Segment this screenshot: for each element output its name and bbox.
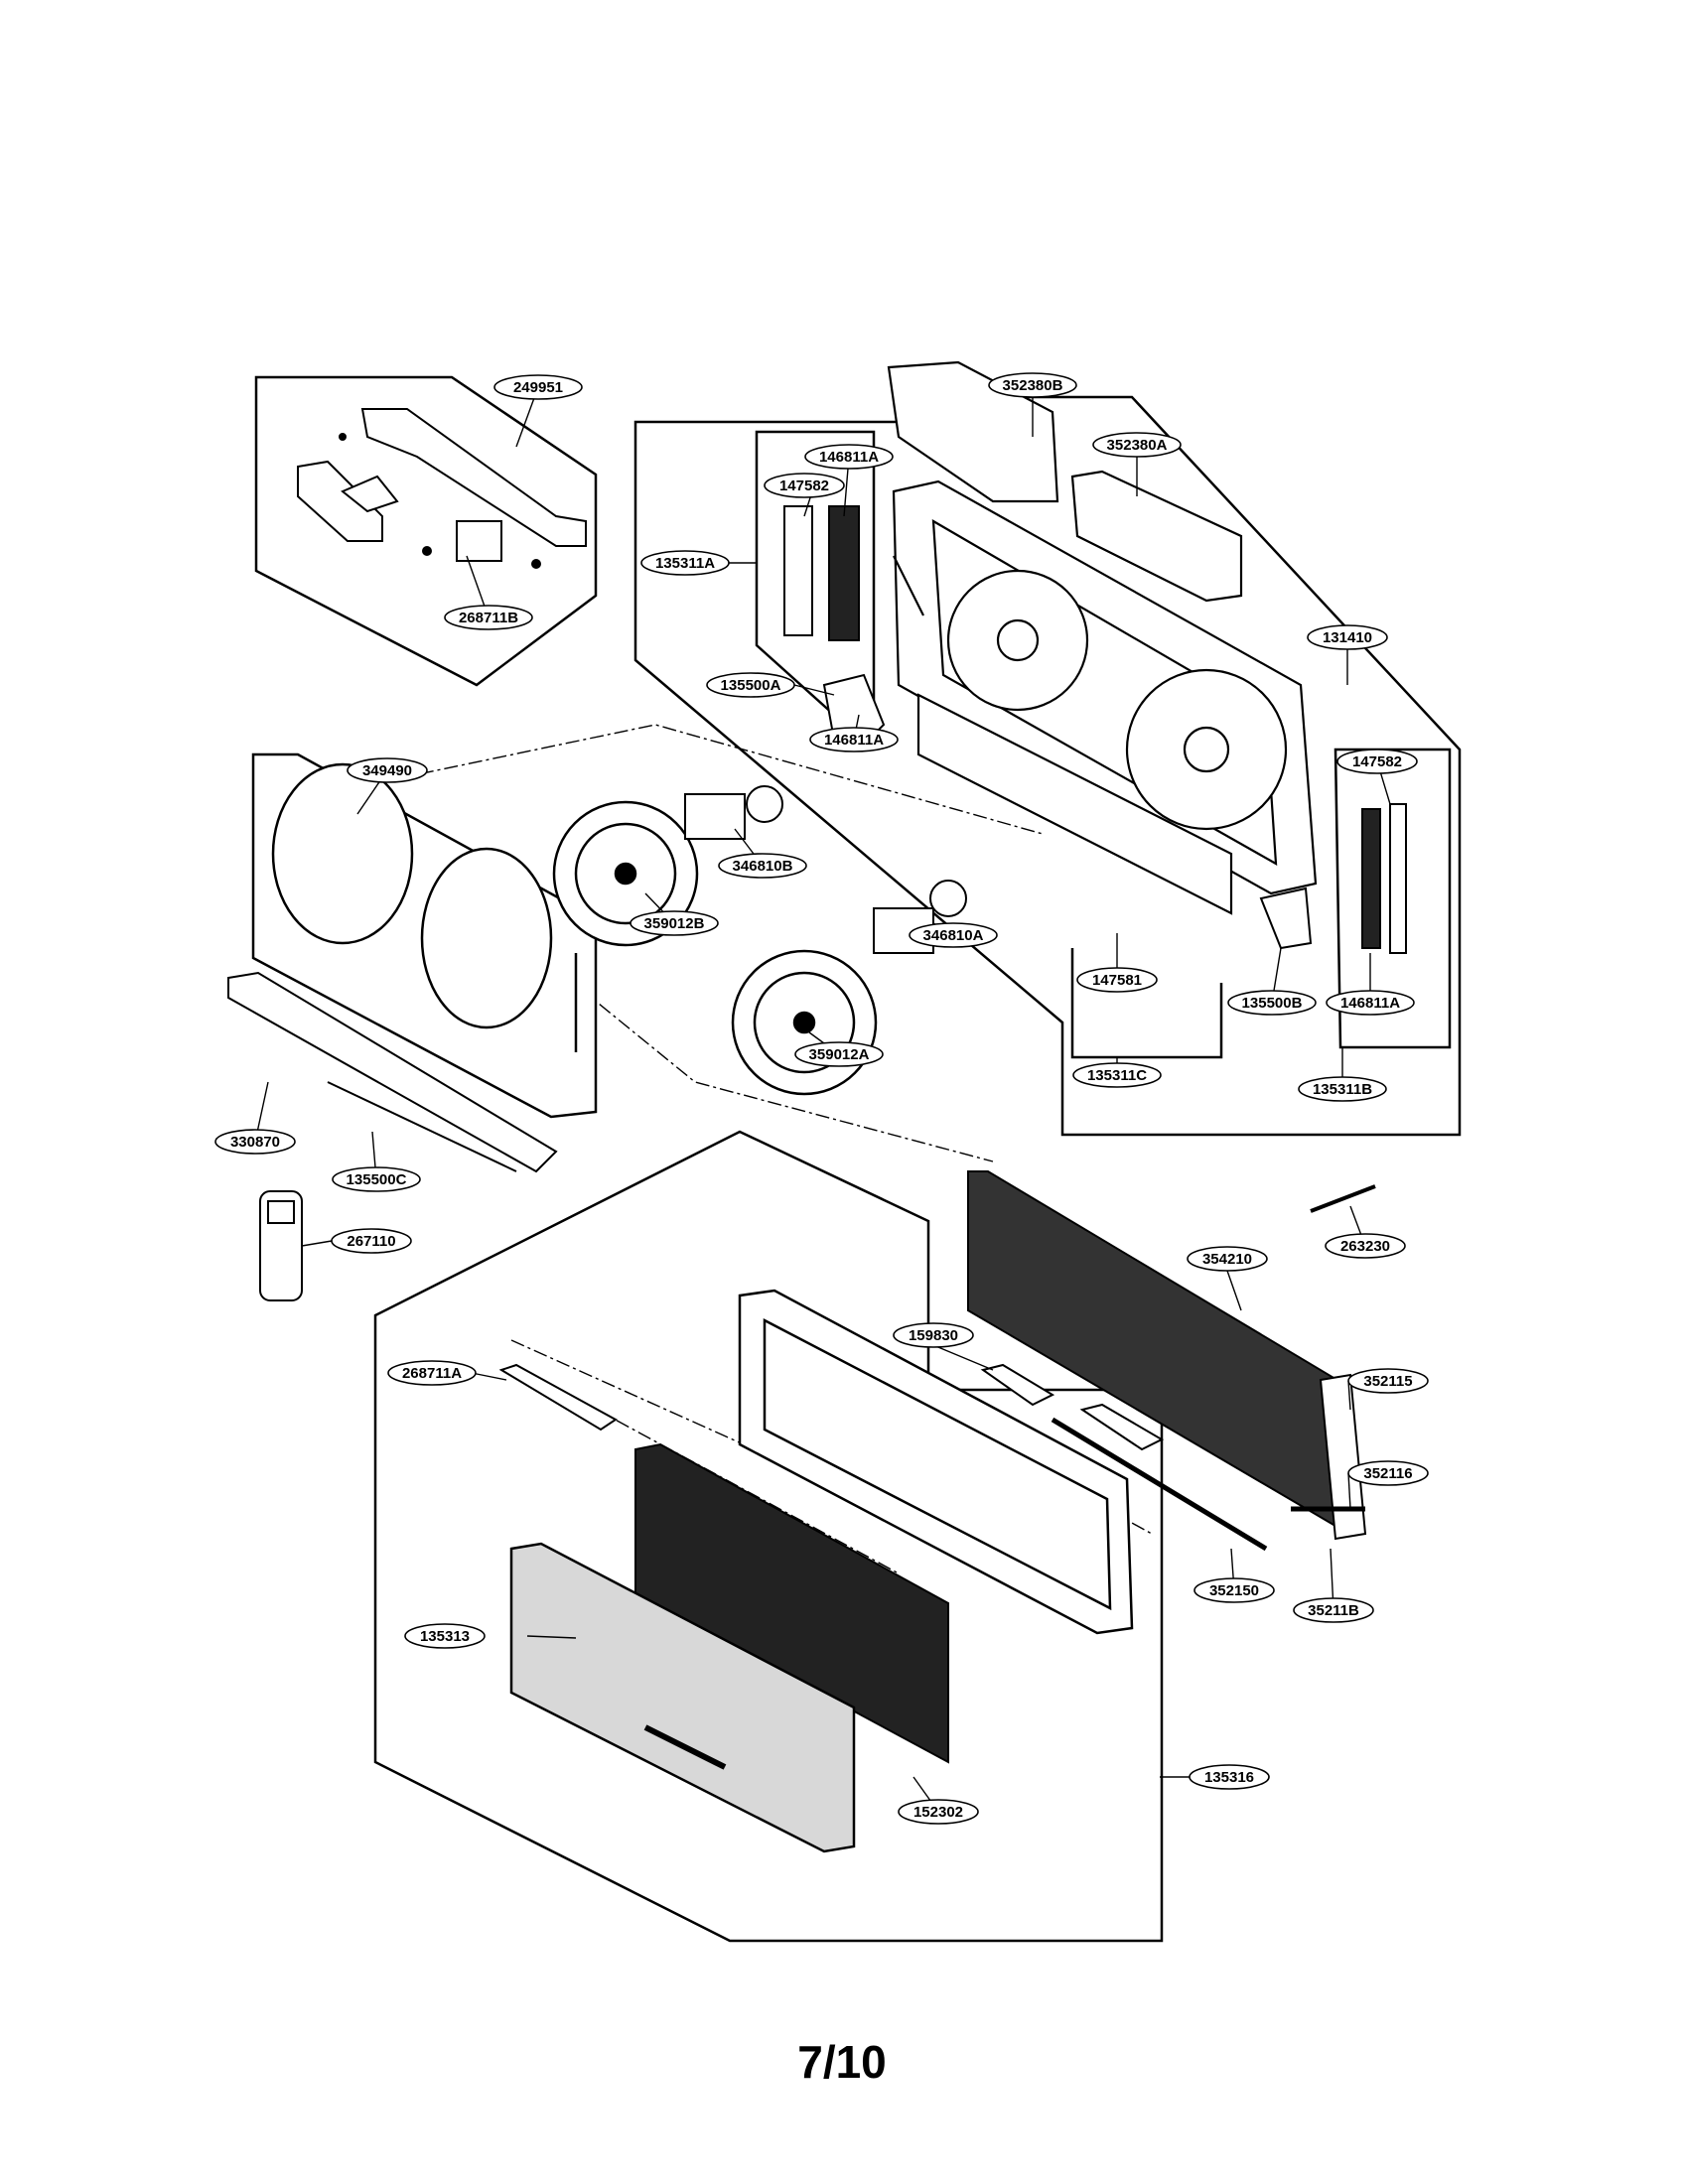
svg-text:135311A: 135311A	[655, 555, 715, 572]
svg-text:146811A: 146811A	[824, 732, 884, 749]
svg-text:268711A: 268711A	[402, 1365, 462, 1382]
page-number: 7/10	[797, 2036, 887, 2088]
label-349490: 349490	[347, 757, 428, 783]
front-panel-frame	[738, 1289, 1134, 1635]
label-359012B: 359012B	[630, 910, 719, 936]
label-346810A: 346810A	[909, 922, 998, 948]
label-159830: 159830	[893, 1322, 974, 1348]
label-354210: 354210	[1187, 1246, 1268, 1272]
fan-frame	[251, 752, 598, 1119]
svg-text:147582: 147582	[779, 478, 829, 494]
label-135316: 135316	[1189, 1764, 1270, 1790]
label-147582-right: 147582	[1336, 749, 1418, 774]
svg-text:268711B: 268711B	[459, 610, 518, 626]
svg-text:35211B: 35211B	[1308, 1602, 1359, 1619]
label-135500B: 135500B	[1227, 990, 1317, 1016]
label-135500A: 135500A	[706, 672, 795, 698]
label-346810B: 346810B	[718, 853, 807, 879]
label-352380B: 352380B	[988, 372, 1077, 398]
svg-text:346810B: 346810B	[733, 858, 793, 875]
svg-text:135500B: 135500B	[1242, 995, 1303, 1012]
svg-text:359012A: 359012A	[809, 1046, 870, 1063]
motor-brackets	[822, 673, 1313, 950]
svg-text:352380A: 352380A	[1107, 437, 1168, 454]
control-bar	[498, 1363, 618, 1432]
svg-text:152302: 152302	[913, 1804, 963, 1821]
label-352150: 352150	[1193, 1577, 1275, 1603]
label-249951: 249951	[493, 374, 583, 400]
label-152302: 152302	[898, 1799, 979, 1825]
top-bracket-parts	[297, 408, 587, 569]
left-filter-holder	[783, 505, 860, 641]
label-135311C: 135311C	[1072, 1062, 1162, 1088]
label-35211B: 35211B	[1293, 1597, 1374, 1623]
svg-text:267110: 267110	[347, 1233, 395, 1250]
display-board	[980, 1363, 1165, 1451]
svg-text:131410: 131410	[1323, 629, 1372, 646]
label-330870: 330870	[214, 1129, 296, 1155]
svg-text:330870: 330870	[230, 1134, 280, 1151]
svg-text:135500A: 135500A	[721, 677, 781, 694]
svg-text:135316: 135316	[1204, 1769, 1254, 1786]
label-352115: 352115	[1347, 1368, 1429, 1394]
label-135311B: 135311B	[1298, 1076, 1387, 1102]
svg-text:146811A: 146811A	[1340, 995, 1400, 1012]
svg-text:346810A: 346810A	[923, 927, 984, 944]
label-268711B: 268711B	[444, 605, 533, 630]
front-grille	[509, 1542, 856, 1853]
label-147582-left: 147582	[764, 473, 845, 498]
svg-text:263230: 263230	[1340, 1238, 1390, 1255]
label-146811A-right: 146811A	[1326, 990, 1415, 1016]
svg-text:135311B: 135311B	[1313, 1081, 1372, 1098]
svg-text:135500C: 135500C	[347, 1171, 407, 1188]
label-352380A: 352380A	[1092, 432, 1182, 458]
svg-text:147582: 147582	[1352, 753, 1402, 770]
svg-text:159830: 159830	[909, 1327, 958, 1344]
evaporator-coil	[967, 1170, 1367, 1541]
label-352116: 352116	[1347, 1460, 1429, 1486]
label-131410: 131410	[1307, 624, 1388, 650]
svg-text:354210: 354210	[1202, 1251, 1252, 1268]
label-263230: 263230	[1325, 1233, 1406, 1259]
drain-rails	[227, 971, 558, 1173]
part-labels: 249951 268711B 352380B 352380A 146811A 1…	[214, 372, 1429, 1825]
svg-text:249951: 249951	[513, 379, 563, 396]
label-135313: 135313	[404, 1623, 486, 1649]
label-359012A: 359012A	[794, 1041, 884, 1067]
svg-text:352116: 352116	[1363, 1465, 1412, 1482]
air-filter	[634, 1442, 949, 1764]
label-147581: 147581	[1076, 967, 1158, 993]
label-135311A: 135311A	[640, 550, 730, 576]
svg-text:146811A: 146811A	[819, 449, 879, 466]
tubing	[1051, 1417, 1365, 1552]
svg-text:349490: 349490	[362, 762, 412, 779]
svg-text:352150: 352150	[1209, 1582, 1259, 1599]
svg-text:135311C: 135311C	[1087, 1067, 1147, 1084]
svg-text:359012B: 359012B	[644, 915, 705, 932]
right-filter-holder	[1361, 803, 1407, 954]
label-268711A: 268711A	[387, 1360, 477, 1386]
svg-text:352380B: 352380B	[1003, 377, 1063, 394]
svg-text:135313: 135313	[420, 1628, 470, 1645]
label-267110: 267110	[331, 1228, 412, 1254]
svg-text:147581: 147581	[1092, 972, 1142, 989]
label-146811A-top: 146811A	[804, 444, 894, 470]
svg-text:352115: 352115	[1363, 1373, 1412, 1390]
remote-control	[259, 1190, 303, 1301]
label-135500C: 135500C	[332, 1166, 421, 1192]
rear-housing	[887, 360, 1318, 915]
cable	[1310, 1184, 1376, 1213]
label-146811A-mid: 146811A	[809, 727, 899, 752]
